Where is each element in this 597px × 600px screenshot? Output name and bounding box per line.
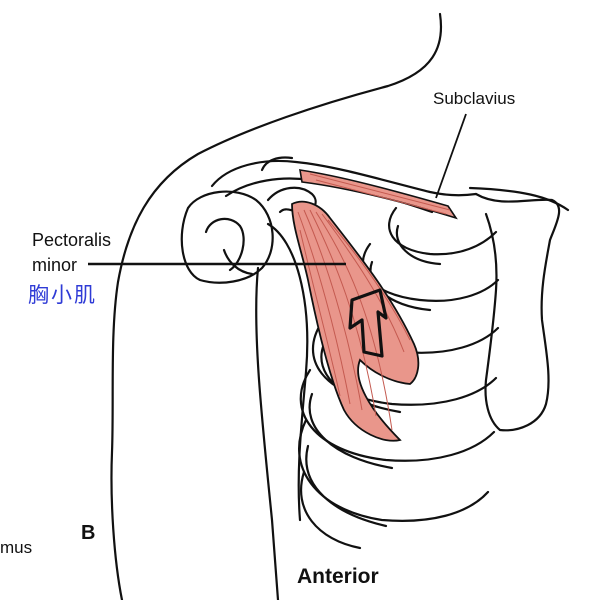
scapula-edge: [266, 222, 309, 522]
pectoralis-minor-muscle: [291, 200, 420, 442]
humeral-head: [180, 190, 274, 284]
partial-label: mus: [0, 538, 33, 557]
pectoralis-minor-label-line1: Pectoralis: [32, 230, 112, 250]
sternum: [474, 192, 561, 432]
clavicle: [210, 159, 478, 197]
subclavius-leader-line: [435, 113, 467, 199]
torso-outline: [468, 186, 570, 212]
subclavius-label: Subclavius: [433, 89, 516, 108]
arrow-icon: [348, 288, 388, 358]
arm-outline: [255, 266, 280, 600]
panel-letter: B: [81, 522, 96, 544]
pectoralis-minor-label-line2: minor: [32, 255, 78, 275]
view-label: Anterior: [297, 565, 379, 588]
pectoralis-minor-chinese-label: 胸小肌: [28, 283, 97, 307]
body-outline: [110, 12, 443, 600]
subclavius-muscle: [299, 169, 458, 220]
